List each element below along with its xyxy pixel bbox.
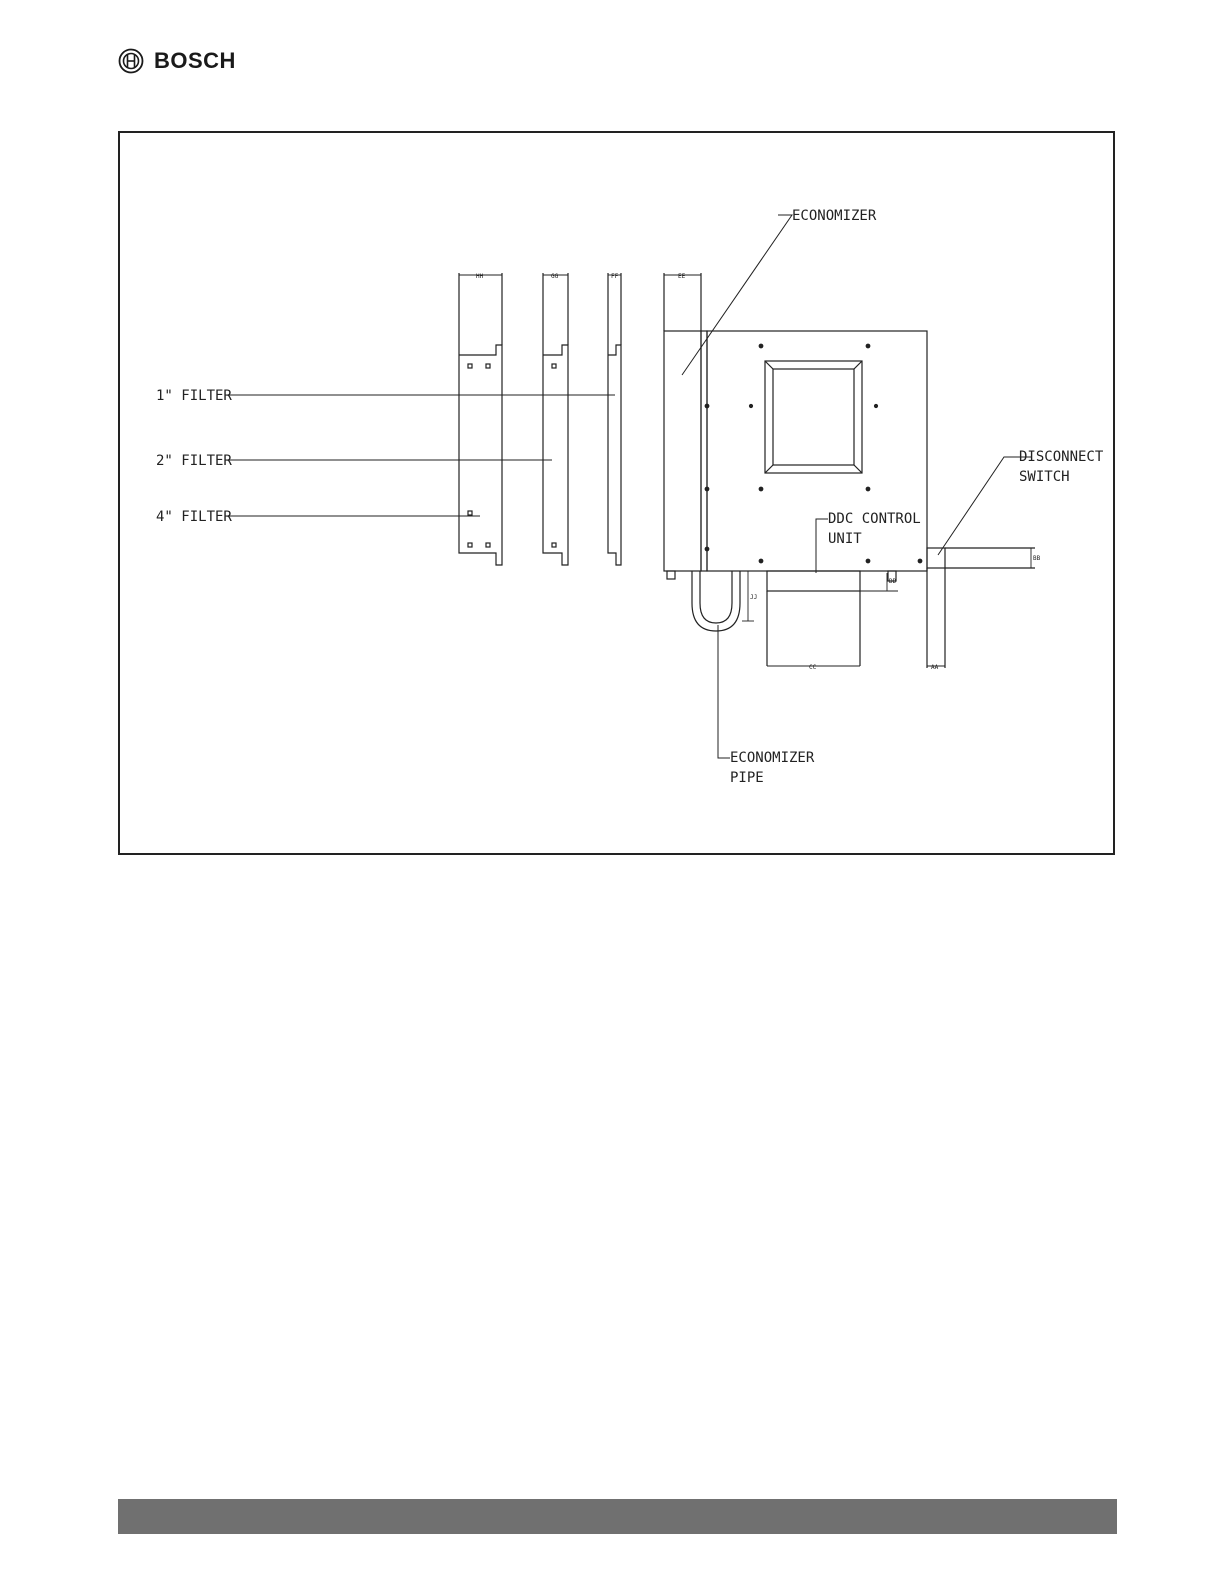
dim-hh: HH (476, 273, 484, 280)
bosch-armature-icon (118, 48, 144, 74)
dim-dd: DD (889, 578, 897, 585)
economizer-pipe-label-line2: PIPE (730, 770, 764, 786)
filter-rack-1in (608, 273, 621, 565)
disconnect-label-line2: SWITCH (1019, 469, 1070, 485)
brand-logo: BOSCH (118, 46, 236, 76)
economizer-pipe (692, 571, 740, 631)
dim-ff: FF (611, 273, 619, 280)
ddc-control-box (667, 571, 896, 666)
dim-cc: CC (809, 664, 817, 671)
footer-bar (118, 1499, 1117, 1534)
brand-name: BOSCH (154, 48, 236, 74)
filter-rack-2in (543, 273, 568, 565)
technical-drawing-frame: ECONOMIZER 1" FILTER 2" FILTER 4" FILTER… (118, 131, 1115, 855)
dim-jj: JJ (750, 594, 757, 601)
filter-rack-4in (459, 273, 502, 565)
dim-gg: GG (551, 273, 559, 280)
dim-ee: EE (678, 273, 686, 280)
ddc-label-line1: DDC CONTROL (828, 511, 921, 527)
dim-bb: BB (1033, 555, 1041, 562)
filter-1in-label: 1" FILTER (156, 388, 232, 404)
economizer-body (664, 273, 707, 571)
disconnect-switch (927, 548, 1035, 668)
filter-4in-label: 4" FILTER (156, 509, 232, 525)
dim-aa: AA (931, 664, 939, 671)
disconnect-label-line1: DISCONNECT (1019, 449, 1104, 465)
economizer-label: ECONOMIZER (792, 208, 877, 224)
ddc-label-line2: UNIT (828, 531, 862, 547)
economizer-drawing: ECONOMIZER 1" FILTER 2" FILTER 4" FILTER… (120, 133, 1113, 853)
leader-lines (228, 215, 1032, 758)
economizer-pipe-label-line1: ECONOMIZER (730, 750, 815, 766)
filter-2in-label: 2" FILTER (156, 453, 232, 469)
